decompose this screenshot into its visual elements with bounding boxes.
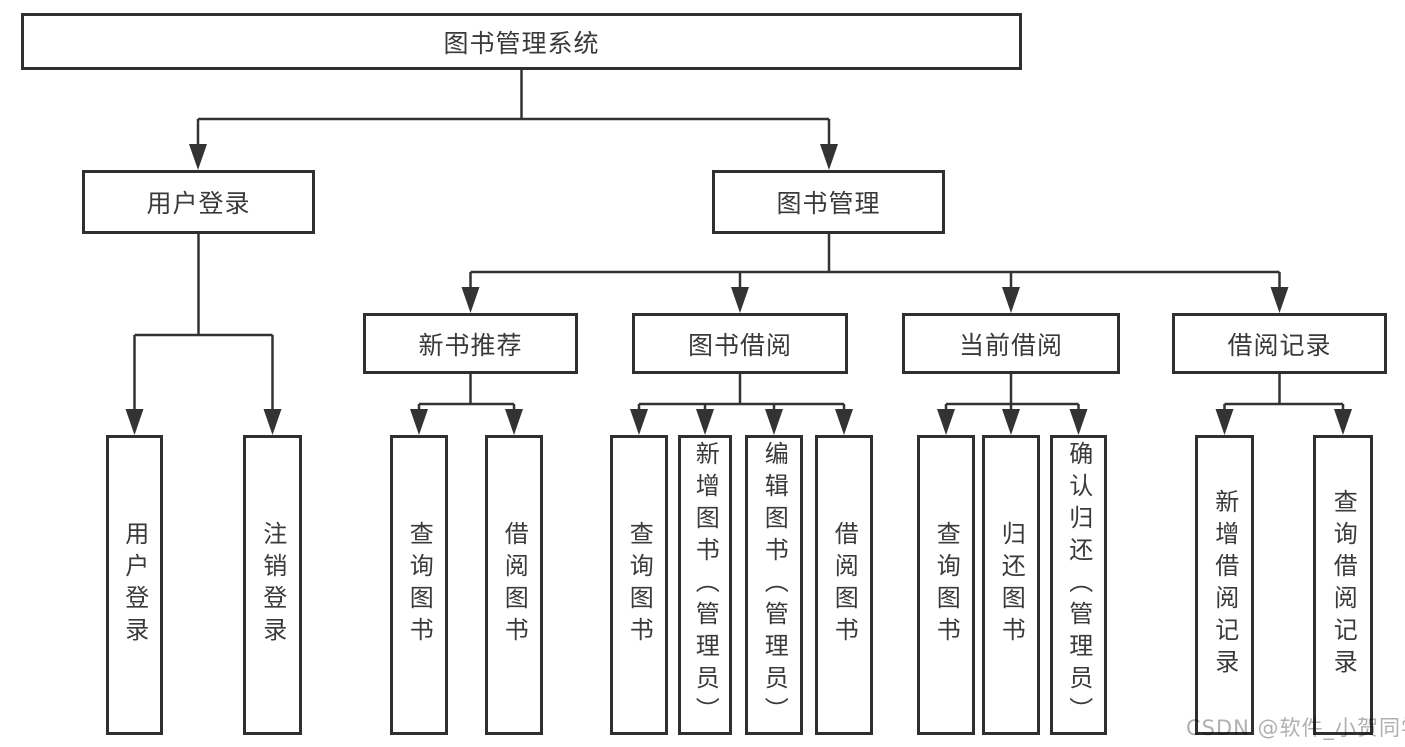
node-root: 图书管理系统 [21,13,1022,70]
leaf-borrow-books-1-label: 借阅图书 [500,521,529,649]
leaf-user-login: 用户登录 [106,435,163,735]
leaf-add-books-admin: 新增图书（管理员） [678,435,732,735]
leaf-query-borrow-record: 查询借阅记录 [1313,435,1373,735]
node-new-book-recommend: 新书推荐 [363,313,578,374]
node-book-borrow: 图书借阅 [632,313,848,374]
leaf-borrow-books-2-label: 借阅图书 [830,521,859,649]
leaf-query-books-2: 查询图书 [610,435,668,735]
node-user-login: 用户登录 [82,170,315,234]
leaf-query-borrow-record-label: 查询借阅记录 [1329,489,1358,681]
leaf-logout: 注销登录 [243,435,302,735]
leaf-return-books-label: 归还图书 [997,521,1026,649]
leaf-edit-books-admin-label: 编辑图书（管理员） [760,441,789,729]
node-borrow-records: 借阅记录 [1172,313,1387,374]
leaf-edit-books-admin: 编辑图书（管理员） [745,435,803,735]
leaf-confirm-return-admin-label: 确认归还（管理员） [1064,441,1093,729]
leaf-user-login-label: 用户登录 [120,521,149,649]
node-current-borrow: 当前借阅 [902,313,1120,374]
leaf-return-books: 归还图书 [982,435,1040,735]
node-new-book-recommend-label: 新书推荐 [418,330,523,360]
node-book-borrow-label: 图书借阅 [687,330,792,360]
node-borrow-records-label: 借阅记录 [1227,330,1332,360]
leaf-query-books-1-label: 查询图书 [405,521,434,649]
node-book-management: 图书管理 [712,170,945,234]
leaf-query-books-1: 查询图书 [390,435,448,735]
node-book-management-label: 图书管理 [776,189,881,218]
leaf-borrow-books-1: 借阅图书 [485,435,543,735]
leaf-add-books-admin-label: 新增图书（管理员） [691,441,720,729]
leaf-query-books-2-label: 查询图书 [625,521,654,649]
leaf-logout-label: 注销登录 [258,521,287,649]
csdn-watermark: CSDN @软件_小贺同学 [1186,716,1405,740]
node-user-login-label: 用户登录 [146,189,251,218]
leaf-add-borrow-record: 新增借阅记录 [1195,435,1254,735]
node-current-borrow-label: 当前借阅 [958,330,1063,360]
leaf-query-books-3-label: 查询图书 [932,521,961,649]
leaf-query-books-3: 查询图书 [917,435,975,735]
leaf-confirm-return-admin: 确认归还（管理员） [1050,435,1107,735]
leaf-borrow-books-2: 借阅图书 [815,435,873,735]
leaf-add-borrow-record-label: 新增借阅记录 [1210,489,1239,681]
node-root-label: 图书管理系统 [443,28,600,58]
